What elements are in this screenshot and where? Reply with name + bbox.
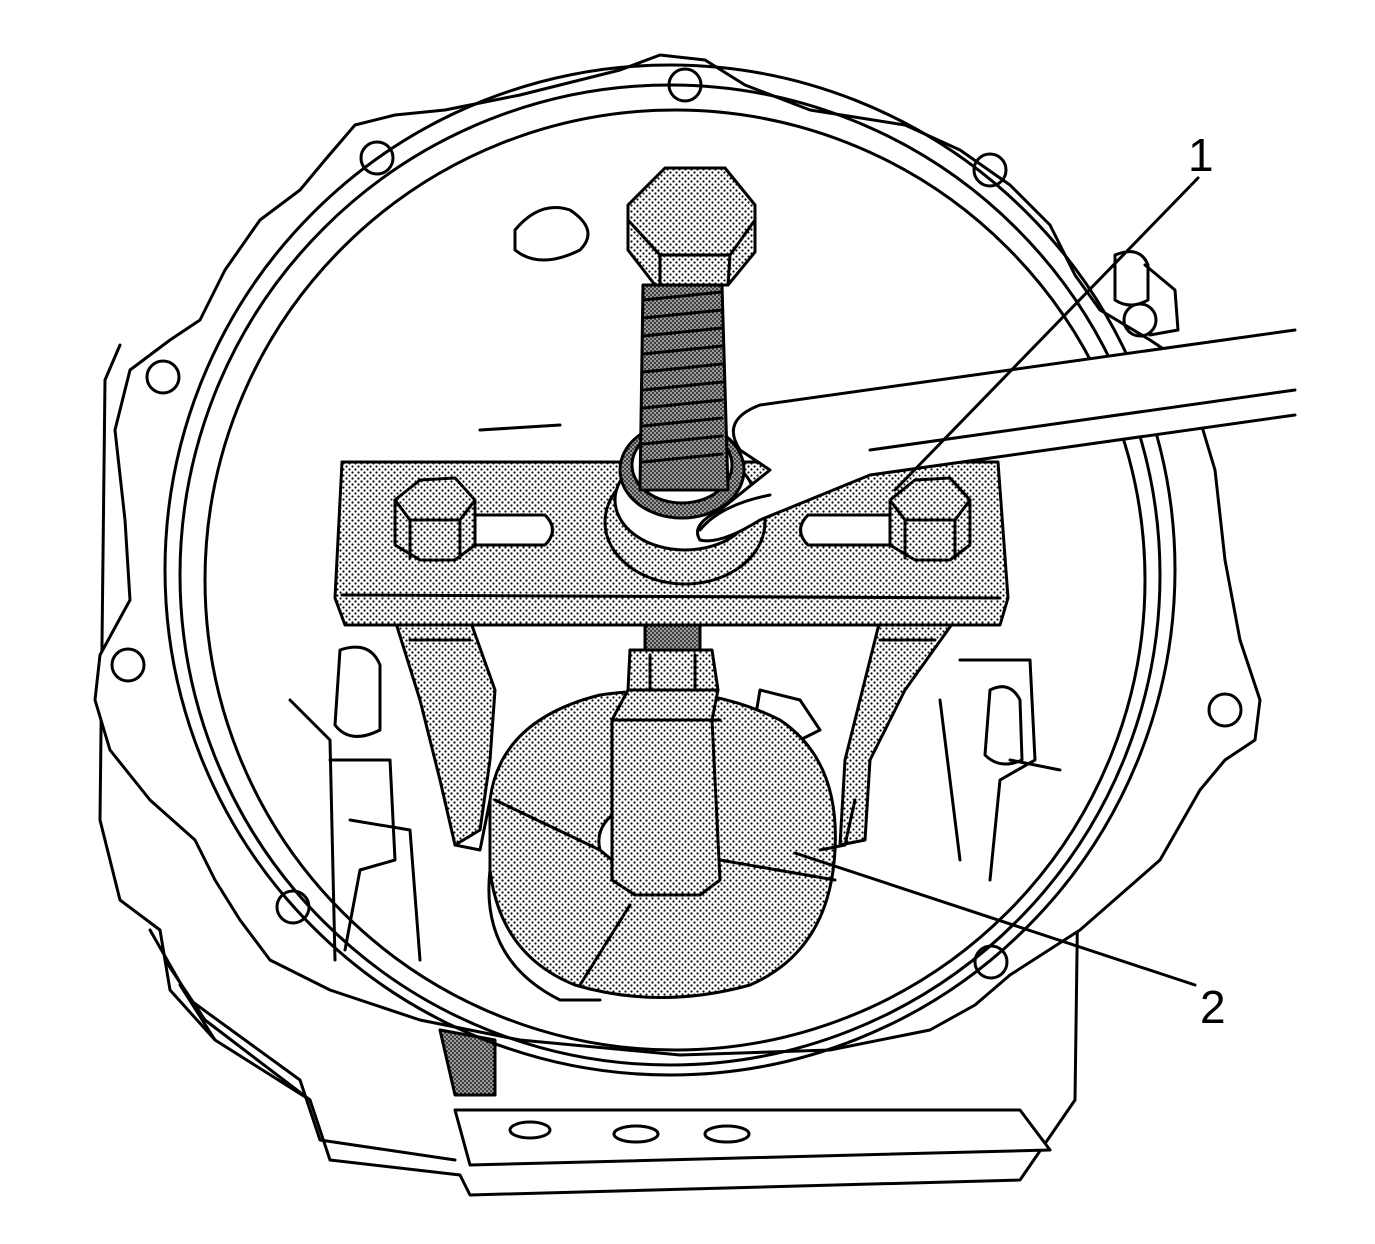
puller-legs: [393, 618, 957, 852]
leader-line-1: [893, 176, 1200, 492]
leader-line-2: [793, 851, 1197, 987]
forcing-screw: [626, 166, 757, 492]
wrench-tool: [696, 328, 1297, 543]
callout-label-2: 2: [1200, 981, 1226, 1033]
callout-label-1: 1: [1188, 129, 1214, 181]
forcing-screw-adapter: [610, 613, 722, 897]
case-interior: [288, 206, 1180, 962]
